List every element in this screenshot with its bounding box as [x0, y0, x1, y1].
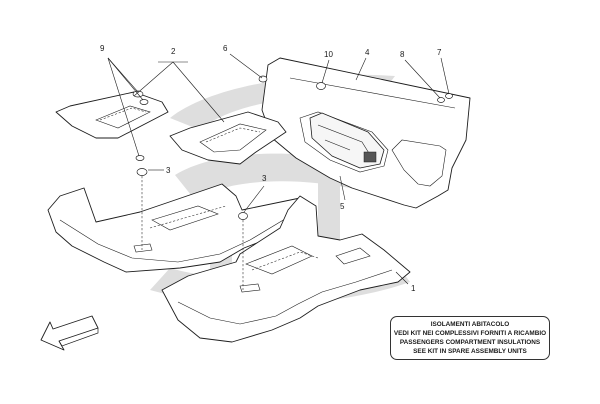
- leader-lines: [107, 53, 450, 290]
- callout-3-left: 3: [166, 166, 171, 175]
- fastener-7: [445, 93, 453, 99]
- part-right-floor-insulation: [161, 195, 411, 343]
- callout-labels: 1 2 3 3 4 5 6 7 8 9 10: [100, 44, 442, 293]
- callout-3-right: 3: [262, 174, 267, 183]
- fastener-9-b: [139, 99, 149, 105]
- fastener-3-right: [238, 212, 248, 220]
- callout-5: 5: [340, 202, 345, 211]
- callout-9: 9: [100, 44, 105, 53]
- callout-7: 7: [437, 48, 442, 57]
- note-line-4: SEE KIT IN SPARE ASSEMBLY UNITS: [413, 348, 527, 355]
- fastener-9-c: [135, 155, 145, 161]
- callout-10: 10: [324, 50, 333, 59]
- callout-2: 2: [171, 47, 176, 56]
- fastener-10: [316, 82, 326, 90]
- fastener-3-left: [136, 168, 148, 176]
- part-tunnel-insulation: [309, 112, 385, 169]
- front-arrow-icon: [40, 315, 99, 351]
- callout-4: 4: [365, 48, 370, 57]
- callout-1: 1: [411, 284, 416, 293]
- fasteners: [132, 75, 453, 220]
- note-line-2: VEDI KIT NEI COMPLESSIVI FORNITI A RICAM…: [393, 330, 547, 337]
- part-floor-mat-right: [169, 111, 287, 165]
- callout-8: 8: [400, 50, 405, 59]
- part-floor-mat-left: [55, 91, 169, 139]
- note-line-3: PASSENGERS COMPARTMENT INSULATIONS: [399, 339, 541, 346]
- fastener-8: [437, 97, 445, 103]
- note-box: ISOLAMENTI ABITACOLO VEDI KIT NEI COMPLE…: [390, 316, 550, 360]
- callout-6: 6: [223, 44, 228, 53]
- note-line-1: ISOLAMENTI ABITACOLO: [430, 321, 510, 328]
